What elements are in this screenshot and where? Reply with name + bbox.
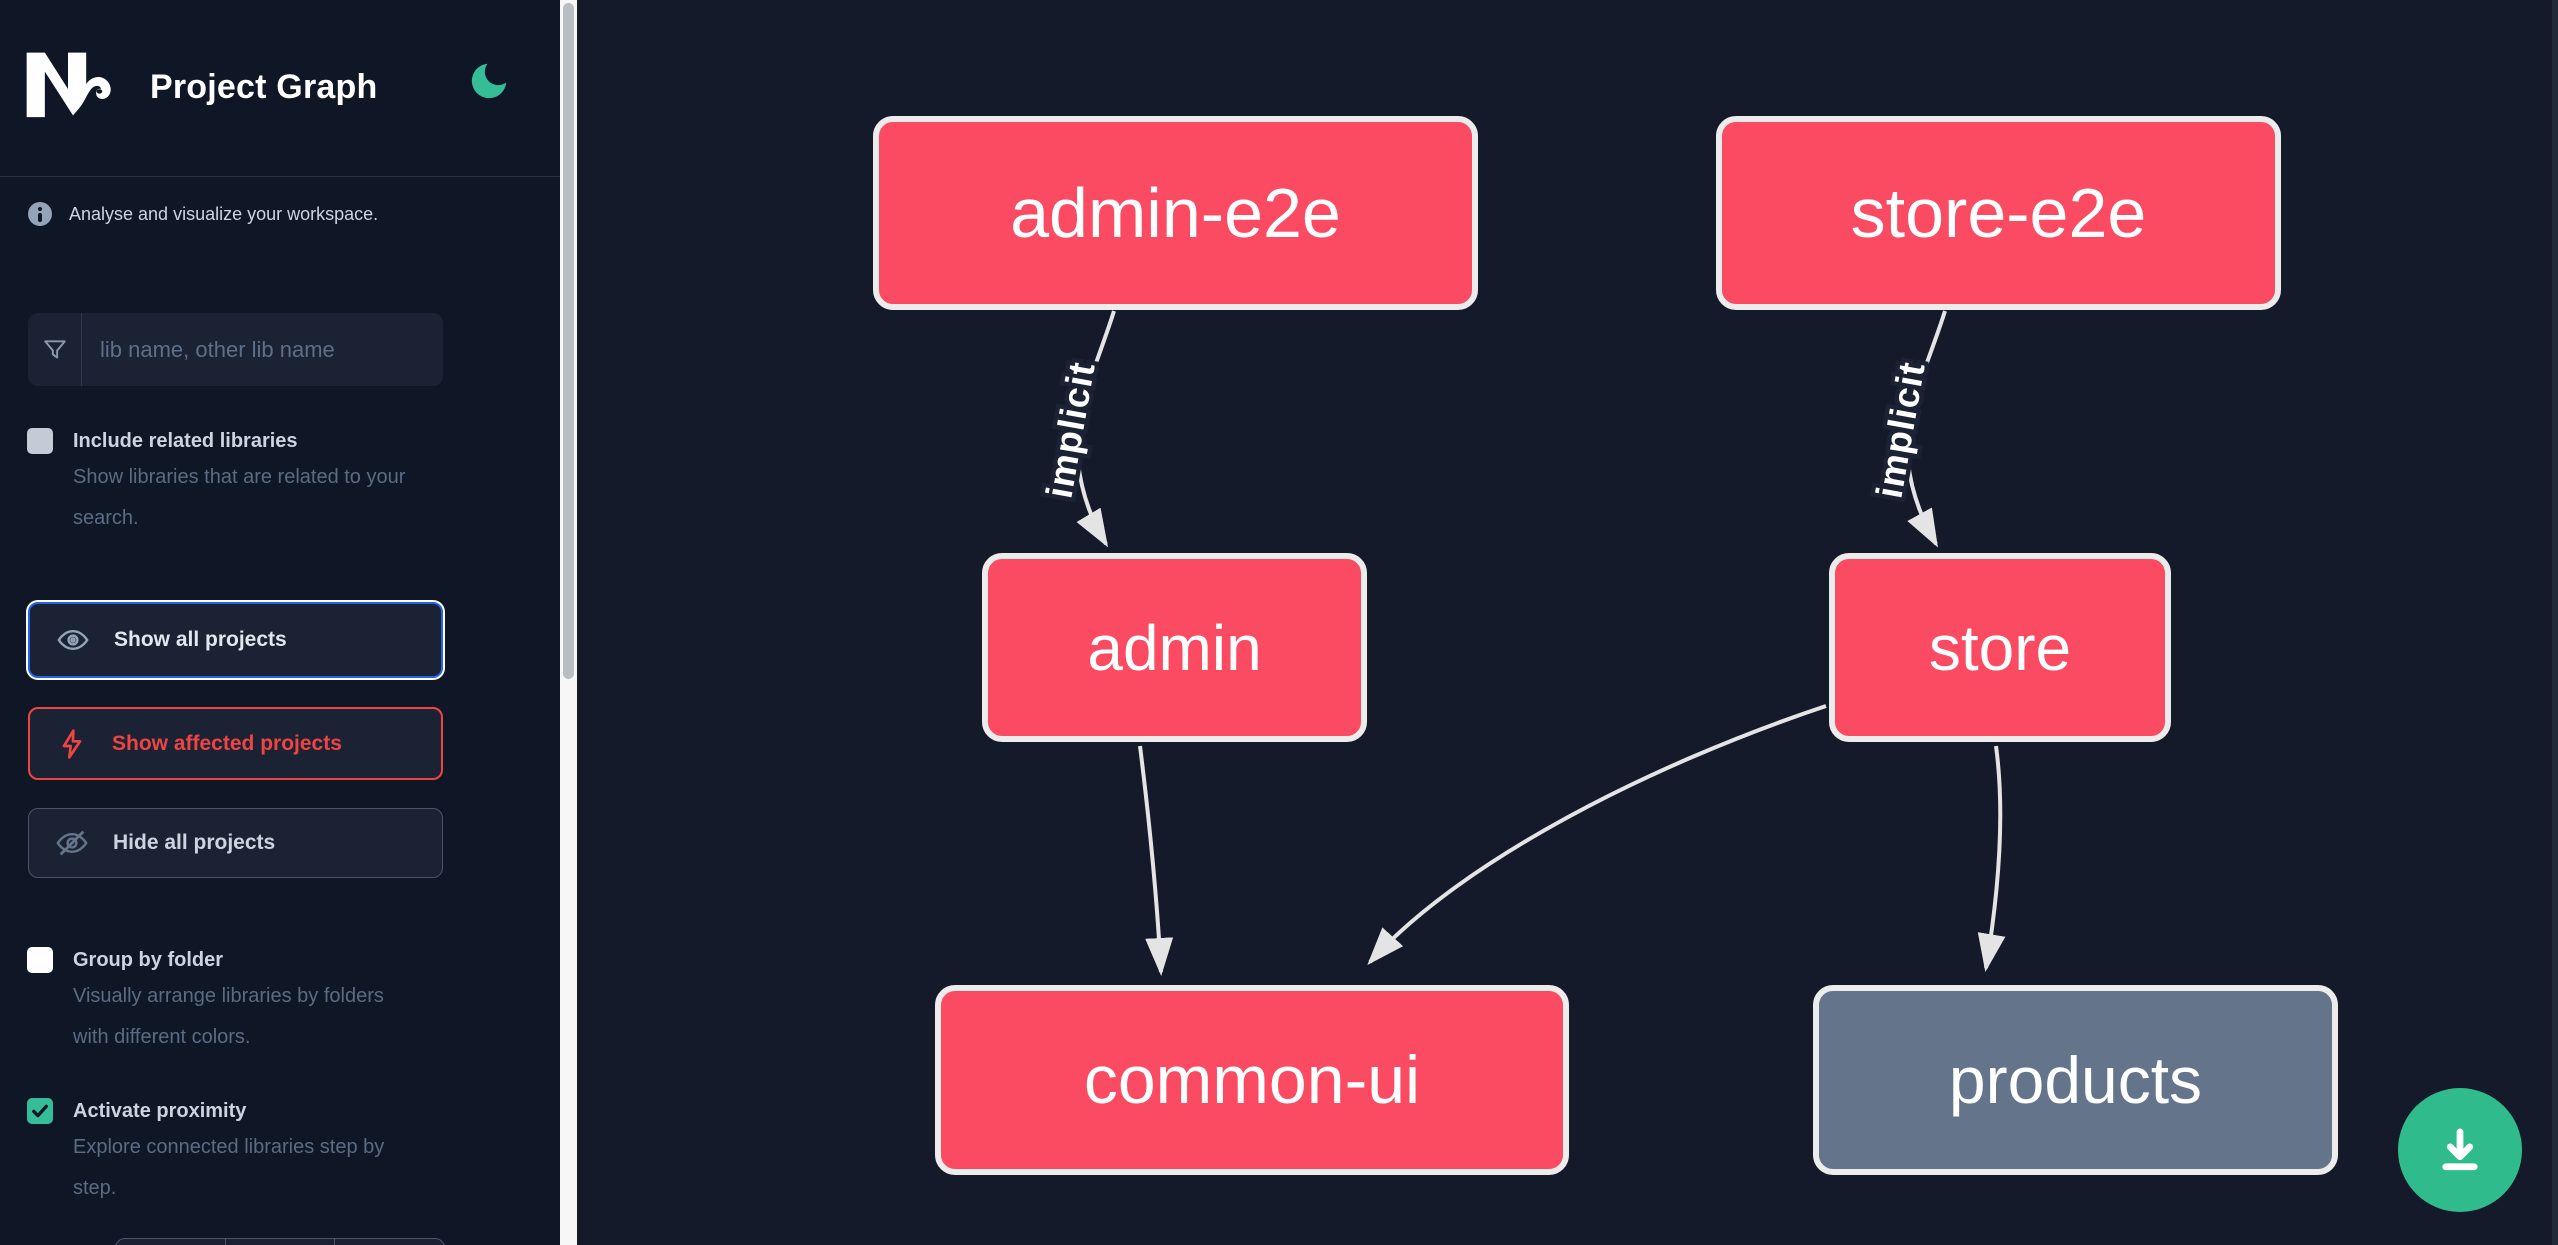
node-label: common-ui bbox=[1083, 1042, 1421, 1118]
checkbox-include-related-libraries[interactable] bbox=[27, 428, 53, 454]
node-label: products bbox=[1948, 1043, 2203, 1117]
graph-node-common-ui[interactable]: common-ui bbox=[935, 985, 1569, 1175]
hide-all-projects-label: Hide all projects bbox=[113, 831, 276, 854]
node-label: store-e2e bbox=[1850, 174, 2147, 252]
hide-all-projects-button[interactable]: Hide all projects bbox=[28, 808, 443, 878]
option-description: Show libraries that are related to your … bbox=[73, 466, 406, 529]
sidebar-header: Project Graph bbox=[0, 0, 560, 177]
sidebar-scrollbar-thumb[interactable] bbox=[563, 3, 574, 679]
sidebar-scrollbar-track[interactable] bbox=[560, 0, 577, 1245]
option-description: Visually arrange libraries by folders wi… bbox=[73, 985, 384, 1048]
moon-icon bbox=[471, 63, 507, 99]
segment-button[interactable] bbox=[116, 1239, 226, 1245]
sidebar: Project Graph Analyse and visualize your… bbox=[0, 0, 560, 1245]
option-label: Group by folder bbox=[73, 949, 223, 971]
edge-store-to-common-ui[interactable] bbox=[1367, 704, 1827, 965]
show-all-projects-button[interactable]: Show all projects bbox=[28, 602, 443, 678]
node-label: admin bbox=[1087, 611, 1262, 684]
nx-logo bbox=[26, 52, 111, 118]
edge-admin-to-common-ui[interactable] bbox=[1138, 745, 1174, 976]
checkbox-group-by-folder[interactable] bbox=[27, 947, 53, 973]
workspace-tagline: Analyse and visualize your workspace. bbox=[69, 203, 379, 224]
option-activate-proximity: Activate proximity Explore connected lib… bbox=[27, 1095, 447, 1209]
edge-store-to-products[interactable] bbox=[1977, 745, 2006, 972]
edge-admin-e2e-to-admin[interactable] bbox=[1075, 310, 1116, 548]
info-icon bbox=[28, 202, 52, 226]
graph-node-store[interactable]: store bbox=[1829, 553, 2171, 742]
check-icon bbox=[32, 1104, 48, 1118]
option-label: Include related libraries bbox=[73, 430, 298, 452]
node-label: store bbox=[1928, 611, 2072, 684]
graph-node-store-e2e[interactable]: store-e2e bbox=[1716, 116, 2281, 310]
segment-button[interactable] bbox=[226, 1239, 336, 1245]
filter-funnel-icon bbox=[28, 313, 82, 386]
canvas-right-scrollbar[interactable] bbox=[2552, 0, 2558, 1245]
workspace-tagline-row: Analyse and visualize your workspace. bbox=[28, 202, 378, 226]
show-all-projects-label: Show all projects bbox=[114, 628, 287, 651]
checkbox-activate-proximity[interactable] bbox=[27, 1098, 53, 1124]
option-group-by-folder: Group by folder Visually arrange librari… bbox=[27, 944, 447, 1058]
search-input[interactable] bbox=[82, 313, 443, 386]
lightning-bolt-icon bbox=[62, 728, 82, 759]
segment-button[interactable] bbox=[335, 1239, 444, 1245]
project-filter-box bbox=[28, 313, 443, 386]
graph-node-products[interactable]: products bbox=[1813, 985, 2338, 1175]
edge-store-e2e-to-store[interactable] bbox=[1905, 310, 1947, 548]
download-icon bbox=[2442, 1128, 2478, 1171]
option-include-related-libraries: Include related libraries Show libraries… bbox=[27, 425, 447, 539]
node-label: admin-e2e bbox=[1010, 174, 1341, 252]
proximity-depth-control[interactable] bbox=[115, 1238, 445, 1245]
download-image-button[interactable] bbox=[2398, 1088, 2522, 1212]
option-description: Explore connected libraries step by step… bbox=[73, 1136, 385, 1199]
page-title: Project Graph bbox=[150, 68, 378, 106]
graph-node-admin-e2e[interactable]: admin-e2e bbox=[873, 116, 1478, 310]
show-affected-projects-button[interactable]: Show affected projects bbox=[28, 707, 443, 780]
eye-off-icon bbox=[56, 830, 88, 856]
graph-node-admin[interactable]: admin bbox=[982, 553, 1367, 742]
edge-label-implicit-right: implicit bbox=[1869, 359, 1933, 502]
eye-icon bbox=[57, 630, 89, 650]
show-affected-projects-label: Show affected projects bbox=[112, 731, 342, 755]
option-label: Activate proximity bbox=[73, 1100, 247, 1122]
edge-label-implicit-left: implicit bbox=[1039, 359, 1103, 502]
theme-toggle-button[interactable] bbox=[466, 58, 512, 104]
